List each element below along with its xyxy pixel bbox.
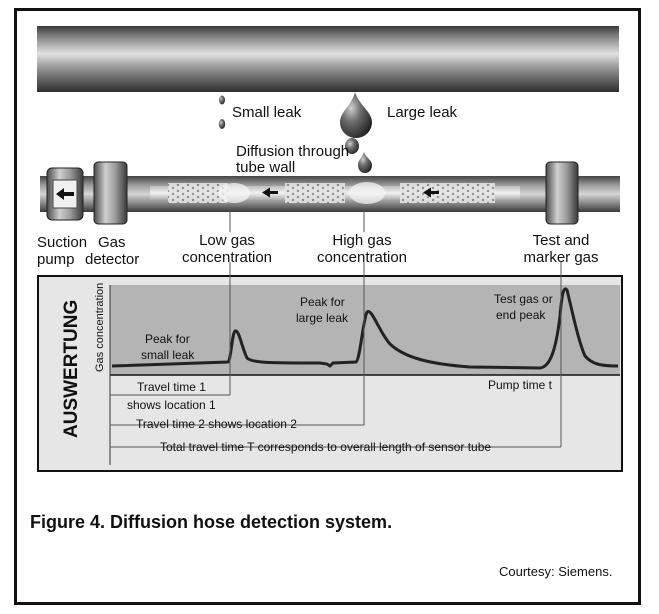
- side-title: AUSWERTUNG: [61, 300, 82, 438]
- peak-end-label-line1: Test gas or: [494, 292, 553, 306]
- suction-pump: [46, 167, 84, 221]
- tube-perforation-mid: [285, 183, 345, 203]
- high-gas-label-line1: High gas: [332, 232, 391, 249]
- high-gas-label-line2: concentration: [317, 249, 407, 266]
- flow-arrow-icon: [262, 187, 278, 198]
- tube-perforation-left: [168, 183, 228, 203]
- small-leak-drips: [218, 95, 226, 129]
- travel-time-2-label: Travel time 2 shows location 2: [136, 417, 297, 431]
- tube-perforation-right: [400, 183, 495, 203]
- peak-end-label-line2: end peak: [496, 308, 546, 322]
- suction-label-line1: Suction: [37, 234, 87, 251]
- gas-detector-label-line1: Gas: [98, 234, 126, 251]
- gas-detector: [93, 161, 128, 225]
- peak-small-label-line2: small leak: [141, 348, 195, 362]
- large-leak-drops: [340, 92, 372, 173]
- gas-cloud-high: [349, 182, 385, 204]
- peak-large-label-line1: Peak for: [300, 295, 345, 309]
- low-gas-label-line2: concentration: [182, 249, 272, 266]
- pump-arrow-icon: [56, 188, 74, 200]
- suction-label-line2: pump: [37, 251, 75, 268]
- y-axis-label: Gas concentration: [94, 283, 106, 372]
- main-pipe: [37, 26, 619, 92]
- test-gas-unit: [545, 161, 579, 225]
- concentration-curve: [111, 287, 619, 370]
- large-leak-label: Large leak: [387, 104, 458, 121]
- pump-time-label: Pump time t: [488, 378, 553, 392]
- gas-cloud-low: [218, 183, 250, 203]
- small-leak-label: Small leak: [232, 104, 302, 121]
- travel-time-1-label-line2: shows location 1: [127, 398, 216, 412]
- low-gas-label-line1: Low gas: [199, 232, 255, 249]
- diffusion-label-line1: Diffusion through: [236, 143, 349, 160]
- travel-time-1-label-line1: Travel time 1: [137, 380, 206, 394]
- courtesy-note: Courtesy: Siemens.: [499, 564, 613, 579]
- total-time-label: Total travel time T corresponds to overa…: [160, 440, 491, 454]
- peak-small-label-line1: Peak for: [145, 332, 190, 346]
- figure-caption: Figure 4. Diffusion hose detection syste…: [30, 512, 393, 532]
- gas-detector-label-line2: detector: [85, 251, 139, 268]
- graph-area: [110, 285, 620, 375]
- peak-large-label-line2: large leak: [296, 311, 349, 325]
- flow-arrow-icon: [423, 187, 439, 198]
- test-gas-label-line1: Test and: [533, 232, 590, 249]
- test-gas-label-line2: marker gas: [523, 249, 598, 266]
- diffusion-label-line2: tube wall: [236, 159, 295, 176]
